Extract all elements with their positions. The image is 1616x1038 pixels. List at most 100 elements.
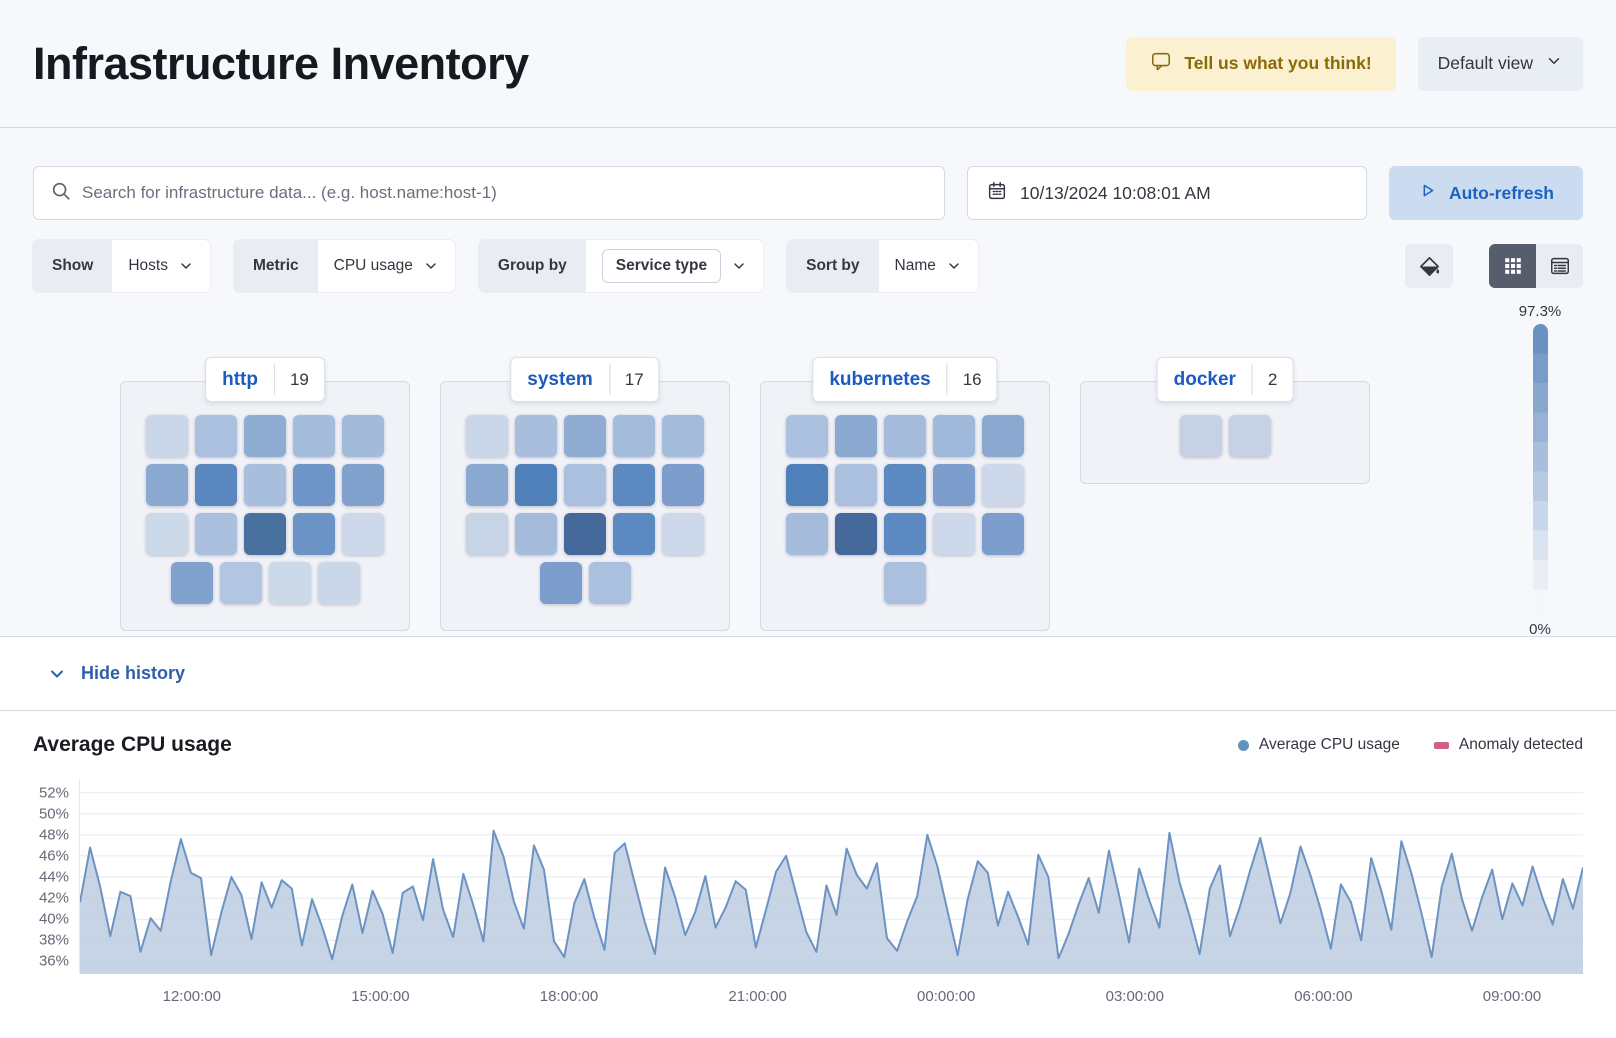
legend-item-average-cpu[interactable]: Average CPU usage [1237,736,1400,754]
host-tile[interactable] [342,415,384,457]
series-line [80,829,1583,961]
host-tile[interactable] [884,464,926,506]
host-tile[interactable] [662,513,704,555]
feedback-button[interactable]: Tell us what you think! [1126,36,1396,91]
host-tile[interactable] [564,415,606,457]
color-palette-button[interactable] [1405,244,1453,288]
metric-filter[interactable]: Metric CPU usage [233,240,455,292]
group-by-filter-value-button[interactable]: Service type [585,240,764,292]
chart-plot[interactable] [79,779,1583,974]
host-tile[interactable] [293,513,335,555]
tile-row [761,562,1049,604]
host-tile[interactable] [146,415,188,457]
group-name-link[interactable]: docker [1173,368,1236,390]
host-tile[interactable] [835,513,877,555]
date-picker[interactable]: 10/13/2024 10:08:01 AM [967,166,1367,220]
sort-by-filter-value: Name [894,257,936,274]
host-tile[interactable] [564,513,606,555]
host-tile[interactable] [662,415,704,457]
grid-view-button[interactable] [1489,244,1536,288]
host-tile[interactable] [293,464,335,506]
header-actions: Tell us what you think! Default view [1126,36,1583,91]
group-name-link[interactable]: kubernetes [829,368,931,390]
host-tile[interactable] [884,513,926,555]
host-tile[interactable] [884,562,926,604]
tile-row [121,415,409,457]
group-name-link[interactable]: http [222,368,258,390]
host-tile[interactable] [244,513,286,555]
host-tile[interactable] [539,562,582,604]
host-tile[interactable] [342,513,384,555]
host-tile[interactable] [933,464,975,506]
host-tile[interactable] [219,562,262,604]
host-tile[interactable] [786,464,828,506]
search-input[interactable] [82,183,928,203]
host-tile[interactable] [786,513,828,555]
host-tile[interactable] [613,415,655,457]
host-tile[interactable] [466,464,508,506]
query-controls: 10/13/2024 10:08:01 AM Auto-refresh [33,166,1583,220]
group-by-filter-value[interactable]: Service type [601,249,722,283]
host-tile[interactable] [786,415,828,457]
host-tile[interactable] [613,513,655,555]
x-axis-label: 12:00:00 [162,988,221,1005]
tile-row [441,415,729,457]
host-tile[interactable] [342,464,384,506]
group-count: 19 [289,369,309,389]
date-value: 10/13/2024 10:08:01 AM [1020,182,1211,203]
host-tile[interactable] [884,415,926,457]
host-tile[interactable] [195,513,237,555]
host-tile[interactable] [1179,415,1222,457]
group-badge: http 19 [205,357,325,402]
y-axis-label: 48% [38,826,69,844]
host-tile[interactable] [466,415,508,457]
host-tile[interactable] [835,464,877,506]
group-name-link[interactable]: system [527,368,593,390]
auto-refresh-button[interactable]: Auto-refresh [1389,166,1583,220]
host-tile[interactable] [170,562,213,604]
cpu-usage-area-chart[interactable] [80,779,1583,974]
host-tile[interactable] [244,464,286,506]
host-tile[interactable] [933,513,975,555]
table-view-button[interactable] [1536,244,1583,288]
sort-by-filter-value-button[interactable]: Name [878,240,978,292]
host-tile[interactable] [146,464,188,506]
host-tile[interactable] [293,415,335,457]
host-tile[interactable] [933,415,975,457]
host-tile[interactable] [146,513,188,555]
host-tile[interactable] [982,513,1024,555]
host-tile[interactable] [982,415,1024,457]
metric-filter-value-button[interactable]: CPU usage [317,240,455,292]
host-tile[interactable] [835,415,877,457]
host-tile[interactable] [515,464,557,506]
show-filter-value-button[interactable]: Hosts [112,240,210,292]
legend-item-anomaly[interactable]: Anomaly detected [1433,736,1583,754]
host-tile[interactable] [588,562,631,604]
host-tile[interactable] [613,464,655,506]
speech-bubble-icon [1150,50,1172,77]
host-tile[interactable] [195,415,237,457]
host-tile[interactable] [564,464,606,506]
show-filter[interactable]: Show Hosts [33,240,210,292]
group-by-filter[interactable]: Group by Service type [478,240,764,292]
host-tile[interactable] [982,464,1024,506]
history-toggle[interactable]: Hide history [0,636,1616,710]
host-tile[interactable] [466,513,508,555]
legend-max-label: 97.3% [1518,303,1562,320]
host-tile[interactable] [515,513,557,555]
host-tile[interactable] [244,415,286,457]
host-tile[interactable] [195,464,237,506]
badge-divider [608,364,610,395]
host-tile[interactable] [515,415,557,457]
show-filter-value: Hosts [128,257,168,274]
group-count: 16 [962,369,982,389]
default-view-button[interactable]: Default view [1417,36,1583,91]
host-tile[interactable] [1228,415,1271,457]
sort-by-filter[interactable]: Sort by Name [787,240,978,292]
host-tile[interactable] [268,562,311,604]
host-tile[interactable] [317,562,360,604]
table-icon [1550,257,1569,275]
host-tile[interactable] [662,464,704,506]
